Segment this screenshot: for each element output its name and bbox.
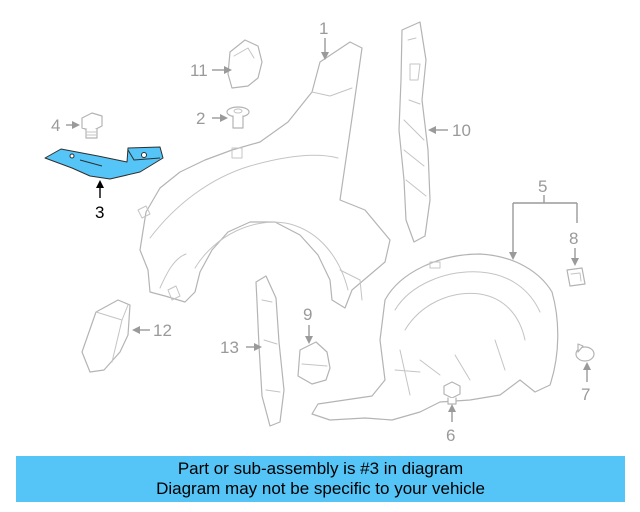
bolt-part [81,112,103,139]
fender-part [137,41,391,309]
callout-10: 10 [452,121,471,140]
callout-13: 13 [220,338,239,357]
callout-7: 7 [581,385,590,404]
callout-9: 9 [303,305,312,324]
parts-diagram: 1 11 2 4 3 10 5 8 9 12 13 7 6 [44,19,595,445]
info-banner: Part or sub-assembly is #3 in diagram Di… [16,456,625,502]
callout-8: 8 [569,229,578,248]
pad-part [297,341,331,385]
callout-3: 3 [95,203,104,222]
callout-5: 5 [538,177,547,196]
nut-part [443,381,461,405]
shield-part [81,299,131,373]
clip-part [226,106,250,129]
callout-1: 1 [319,19,328,38]
highlighted-bracket-part [44,146,164,180]
callout-6: 6 [446,426,455,445]
callout-labels: 1 11 2 4 3 10 5 8 9 12 13 7 6 [51,19,590,445]
liner-part [311,253,559,421]
leader-lines [66,38,591,422]
banner-line-2: Diagram may not be specific to your vehi… [156,479,485,498]
callout-2: 2 [196,109,205,128]
callout-11: 11 [190,61,208,80]
pushpin-part [575,343,595,362]
seal-part [255,275,285,427]
retainer-part [566,267,586,287]
callout-4: 4 [51,116,60,135]
banner-line-1: Part or sub-assembly is #3 in diagram [177,459,464,478]
bracket-part [398,21,431,243]
callout-12: 12 [153,321,172,340]
cap-part [227,39,263,89]
